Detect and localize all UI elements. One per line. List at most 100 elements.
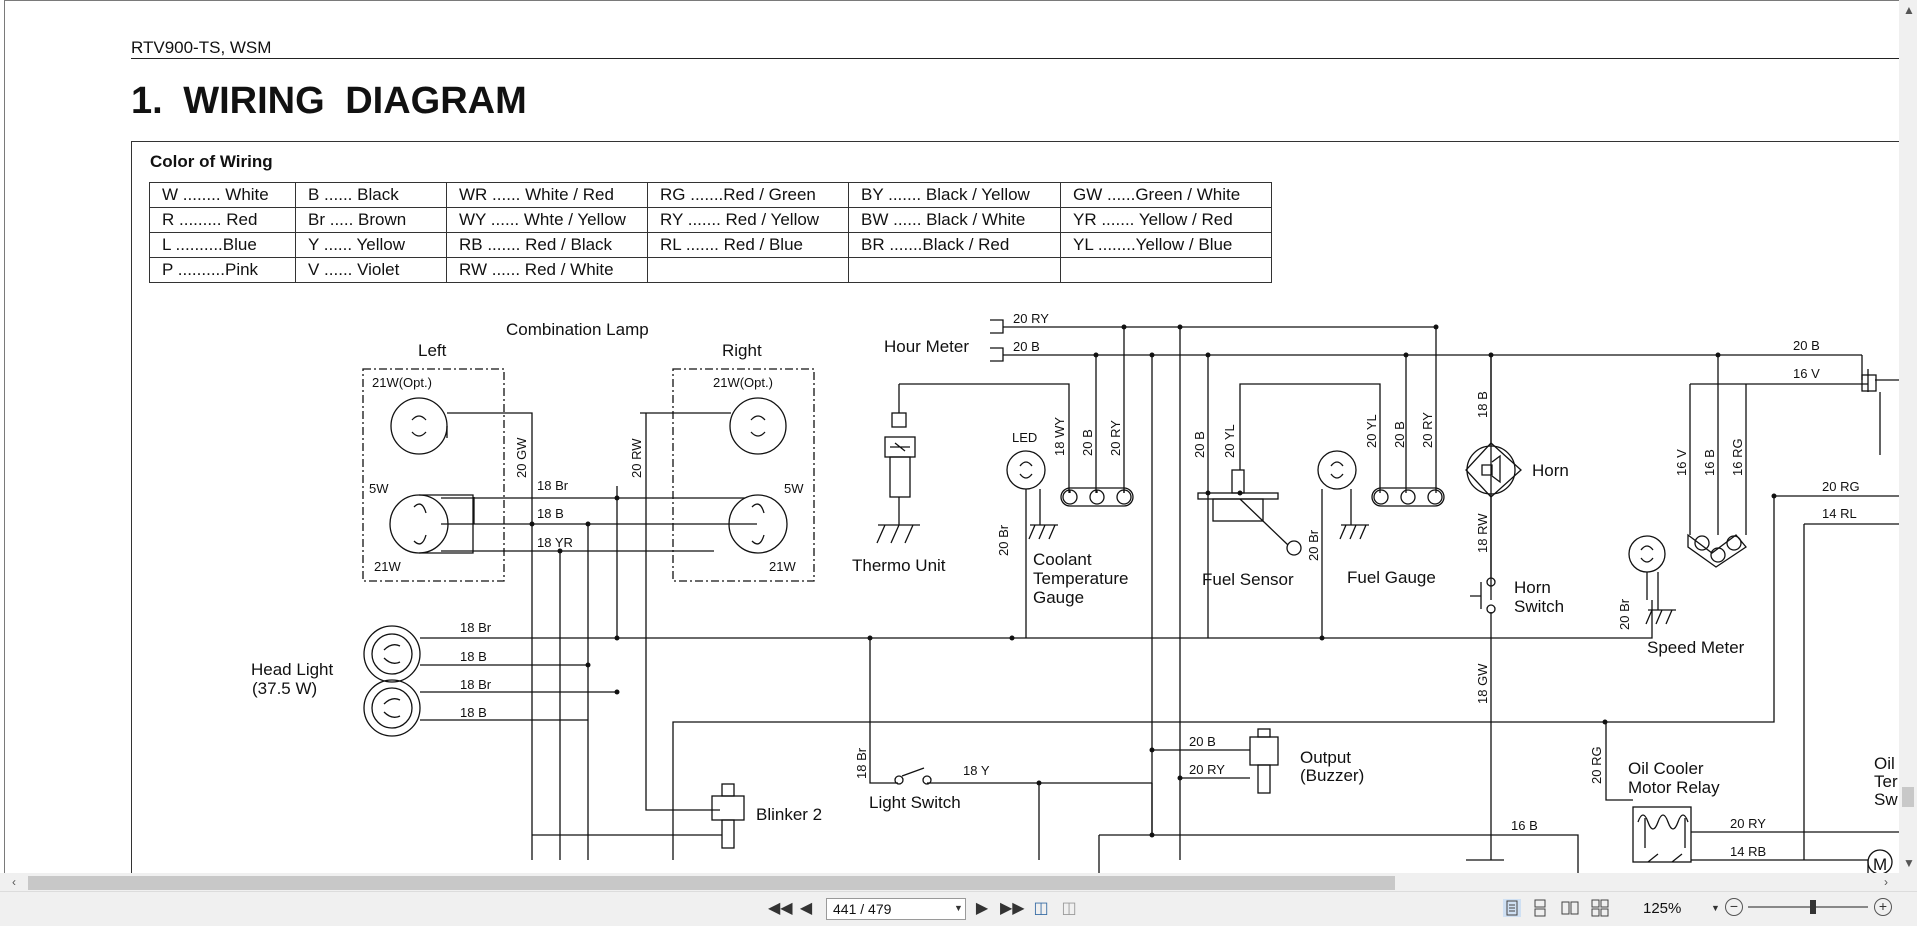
zoom-out-icon[interactable]: − [1725, 898, 1743, 916]
zoom-slider[interactable] [1748, 906, 1868, 908]
speed-meter-icon [1628, 535, 1666, 573]
wire-label: 18 Br [537, 478, 569, 493]
next-page-icon[interactable]: ▶ [975, 900, 989, 917]
legend-cell: L ..........Blue [149, 232, 296, 258]
table-row: R ......... Red Br ..... Brown WY ......… [149, 207, 1272, 233]
horizontal-scroll-thumb[interactable] [28, 876, 1395, 890]
label-light-switch: Light Switch [869, 793, 961, 812]
wire-label: 20 GW [514, 437, 529, 478]
section-title: 1. WIRING DIAGRAM [131, 80, 527, 122]
wire-label: 20 B [1013, 339, 1040, 354]
wire-label: 14 RL [1822, 506, 1857, 521]
zoom-in-icon[interactable]: + [1874, 898, 1892, 916]
wire-label: 20 Br [1306, 529, 1321, 561]
label-right: Right [722, 341, 762, 360]
scroll-left-icon[interactable]: ‹ [12, 875, 16, 889]
wire-label: 20 RG [1589, 746, 1604, 784]
wire-label: 18 GW [1475, 663, 1490, 704]
blinker-icon [711, 795, 745, 821]
label-coolant: Temperature [1033, 569, 1128, 588]
buzzer-icon [1249, 736, 1279, 766]
relay-icon [1632, 806, 1692, 863]
table-row: L ..........Blue Y ...... Yellow RB ....… [149, 232, 1272, 258]
color-legend-title: Color of Wiring [150, 152, 273, 171]
headlight-icon [363, 679, 421, 737]
paste-page-icon[interactable]: ◫ [1061, 900, 1077, 917]
legend-cell: P ..........Pink [149, 257, 296, 283]
previous-page-icon[interactable]: ◀ [799, 900, 813, 917]
single-page-view-icon[interactable] [1503, 899, 1521, 917]
wire-label: 18 WY [1052, 417, 1067, 456]
chevron-down-icon[interactable]: ▼ [954, 903, 963, 913]
label-oil-partial: Oil [1874, 754, 1895, 773]
label-oil-relay: Motor Relay [1628, 778, 1720, 797]
wire-label: 20 RY [1730, 816, 1766, 831]
legend-cell: WR ...... White / Red [446, 182, 648, 208]
wire-label: 18 YR [537, 535, 573, 550]
wire-label: 20 RW [629, 438, 644, 478]
legend-cell [848, 257, 1061, 283]
page-number-input[interactable]: 441 / 479 [826, 898, 966, 920]
label-fuel-gauge: Fuel Gauge [1347, 568, 1436, 587]
legend-cell: BR .......Black / Red [848, 232, 1061, 258]
led-icon [1006, 450, 1046, 490]
wiring-diagram: Combination Lamp Left Right Head Light (… [251, 311, 1899, 873]
wire-label: 16 B [1511, 818, 1538, 833]
zoom-slider-thumb[interactable] [1810, 900, 1816, 914]
table-row: P ..........Pink V ...... Violet RW ....… [149, 257, 1272, 283]
last-page-icon[interactable]: ▶▶ [1000, 900, 1025, 917]
wire-label: 18 B [537, 506, 564, 521]
wire-label: 20 RY [1420, 412, 1435, 448]
scroll-right-icon[interactable]: › [1884, 875, 1888, 889]
zoom-level[interactable]: 125% [1643, 900, 1682, 917]
headlight-icon [363, 625, 421, 683]
label-head-light-watt: (37.5 W) [252, 679, 317, 698]
wire-label: 20 RY [1189, 762, 1225, 777]
bulb-icon [729, 397, 787, 455]
legend-cell [647, 257, 849, 283]
wire-label: 20 B [1189, 734, 1216, 749]
legend-cell: W ........ White [149, 182, 296, 208]
label-output: Output [1300, 748, 1351, 767]
wire-label: 20 B [1080, 429, 1095, 456]
vertical-scrollbar[interactable] [1899, 0, 1917, 873]
wire-label: 20 B [1392, 421, 1407, 448]
label-opt-right: 21W(Opt.) [713, 375, 773, 390]
wire-label: 16 V [1674, 449, 1689, 476]
wire-label: 18 RW [1475, 513, 1490, 553]
continuous-view-icon[interactable] [1531, 899, 1549, 917]
scroll-down-icon[interactable]: ▼ [1903, 856, 1915, 870]
label-5w-right: 5W [784, 481, 804, 496]
label-left: Left [418, 341, 447, 360]
page-edge [4, 0, 5, 873]
chevron-down-icon[interactable]: ▼ [1711, 903, 1720, 913]
label-thermo-unit: Thermo Unit [852, 556, 946, 575]
wire-label: 18 B [1475, 391, 1490, 418]
continuous-facing-view-icon[interactable] [1591, 899, 1609, 917]
label-m-partial: M [1873, 855, 1887, 873]
legend-cell [1060, 257, 1272, 283]
legend-cell: RY ....... Red / Yellow [647, 207, 849, 233]
copy-page-icon[interactable]: ◫ [1033, 900, 1049, 917]
label-oil-partial: Ter [1874, 772, 1898, 791]
legend-cell: RB ....... Red / Black [446, 232, 648, 258]
legend-cell: V ...... Violet [295, 257, 447, 283]
bulb-icon [390, 397, 448, 455]
wire-label: 18 Br [854, 747, 869, 779]
label-output: (Buzzer) [1300, 766, 1364, 785]
label-head-light: Head Light [251, 660, 334, 679]
label-blinker-2: Blinker 2 [756, 805, 822, 824]
label-horn: Horn [1532, 461, 1569, 480]
legend-cell: Y ...... Yellow [295, 232, 447, 258]
legend-cell: RW ...... Red / White [446, 257, 648, 283]
legend-cell: RL ....... Red / Blue [647, 232, 849, 258]
vertical-scroll-thumb[interactable] [1902, 787, 1914, 807]
wire-label: 14 RB [1730, 844, 1766, 859]
wire-label: 20 Br [996, 524, 1011, 556]
legend-cell: BY ....... Black / Yellow [848, 182, 1061, 208]
facing-view-icon[interactable] [1561, 899, 1579, 917]
document-viewport[interactable]: RTV900-TS, WSM 1. WIRING DIAGRAM Color o… [0, 0, 1899, 873]
first-page-icon[interactable]: ◀◀ [768, 900, 793, 917]
scroll-up-icon[interactable]: ▲ [1903, 3, 1915, 17]
label-21w-left: 21W [374, 559, 401, 574]
